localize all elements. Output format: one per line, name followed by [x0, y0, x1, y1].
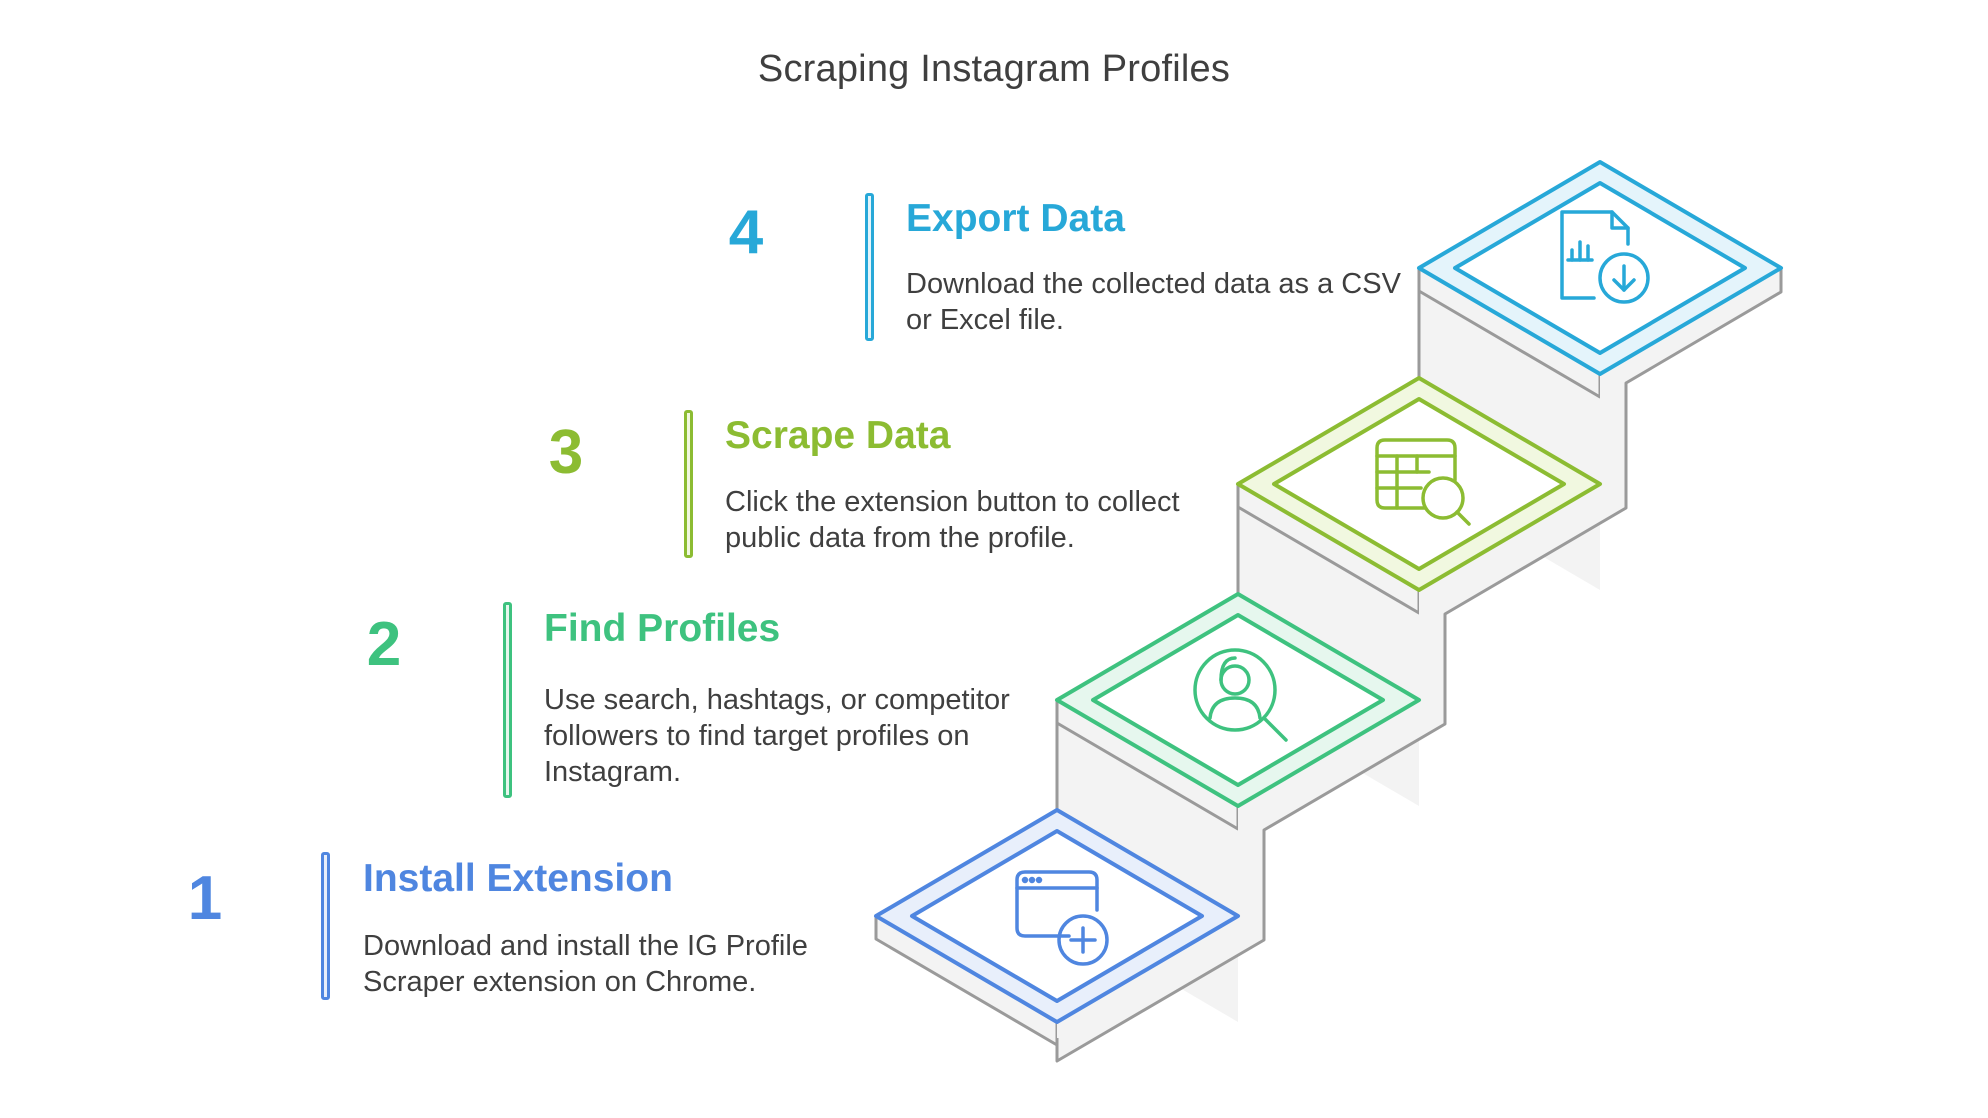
table-search-icon — [1375, 438, 1471, 526]
step-number: 3 — [548, 418, 584, 487]
step-description: Click the extension button to collect pu… — [725, 486, 1180, 554]
staircase-treads — [874, 160, 1783, 1024]
tread-inner — [1091, 613, 1385, 787]
tread-inner — [1453, 181, 1747, 355]
browser-add-icon — [1015, 870, 1109, 966]
right-side-face — [1057, 268, 1781, 1061]
step-title: Export Data — [906, 197, 1125, 240]
step-description: Use search, hashtags, or competitor foll… — [544, 684, 1010, 788]
diagram-title: Scraping Instagram Profiles — [757, 48, 1231, 90]
step-description: Download and install the IG Profile Scra… — [363, 930, 808, 998]
step-title: Install Extension — [363, 857, 673, 900]
staircase-icons — [1015, 210, 1650, 966]
right-side-outline — [1055, 268, 1783, 1063]
step-title: Find Profiles — [544, 607, 781, 650]
step-accent-bar — [684, 410, 693, 558]
step-number: 1 — [187, 864, 223, 933]
step-accent-bar — [865, 193, 874, 341]
tread-inner — [1272, 397, 1566, 571]
step-number: 2 — [366, 610, 402, 679]
file-download-icon — [1560, 210, 1650, 304]
tread-inner — [910, 829, 1204, 1003]
step-accent-bar — [503, 602, 512, 798]
step-accent-bar — [321, 852, 330, 1000]
step-title: Scrape Data — [725, 414, 951, 457]
step-description: Download the collected data as a CSV or … — [906, 268, 1401, 336]
profile-search-icon — [1193, 648, 1288, 742]
step-number: 4 — [728, 198, 764, 267]
